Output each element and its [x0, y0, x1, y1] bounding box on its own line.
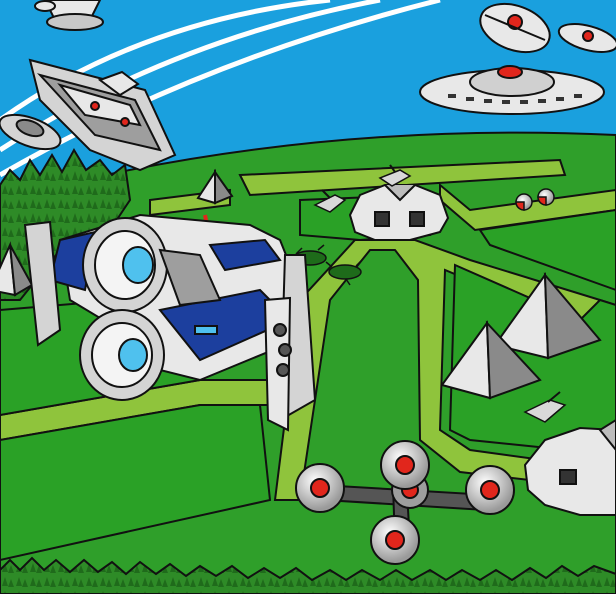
drone-rotor-1 [295, 463, 345, 513]
pyramid-left-edge [0, 241, 34, 297]
saucer-small-left [0, 113, 62, 151]
engine-thruster-lower [79, 309, 165, 401]
pyramid-small [196, 168, 234, 205]
ground-tank-3 [523, 391, 567, 423]
crater-2 [325, 259, 363, 286]
saucer-large-left [28, 58, 177, 172]
saucer-top-right-1 [479, 2, 551, 54]
dome-bunker-top [348, 184, 450, 241]
sphere-pod-1 [515, 193, 533, 211]
dome-bunker-right [523, 418, 616, 516]
saucer-top-left [34, 0, 104, 31]
hover-tank [23, 213, 317, 432]
saucer-right [419, 65, 605, 115]
ground-tank-2 [378, 164, 412, 187]
drone-rotor-2 [380, 440, 430, 490]
pyramid-large [440, 272, 602, 400]
engine-thruster-upper [82, 217, 168, 313]
quad-rotor-drone [295, 440, 515, 565]
drone-rotor-4 [370, 515, 420, 565]
sphere-pod-2 [537, 188, 555, 206]
saucer-top-right-2 [557, 23, 616, 53]
treeline-bottom [0, 556, 616, 594]
ground-tank-1 [313, 189, 347, 213]
drone-rotor-3 [465, 465, 515, 515]
